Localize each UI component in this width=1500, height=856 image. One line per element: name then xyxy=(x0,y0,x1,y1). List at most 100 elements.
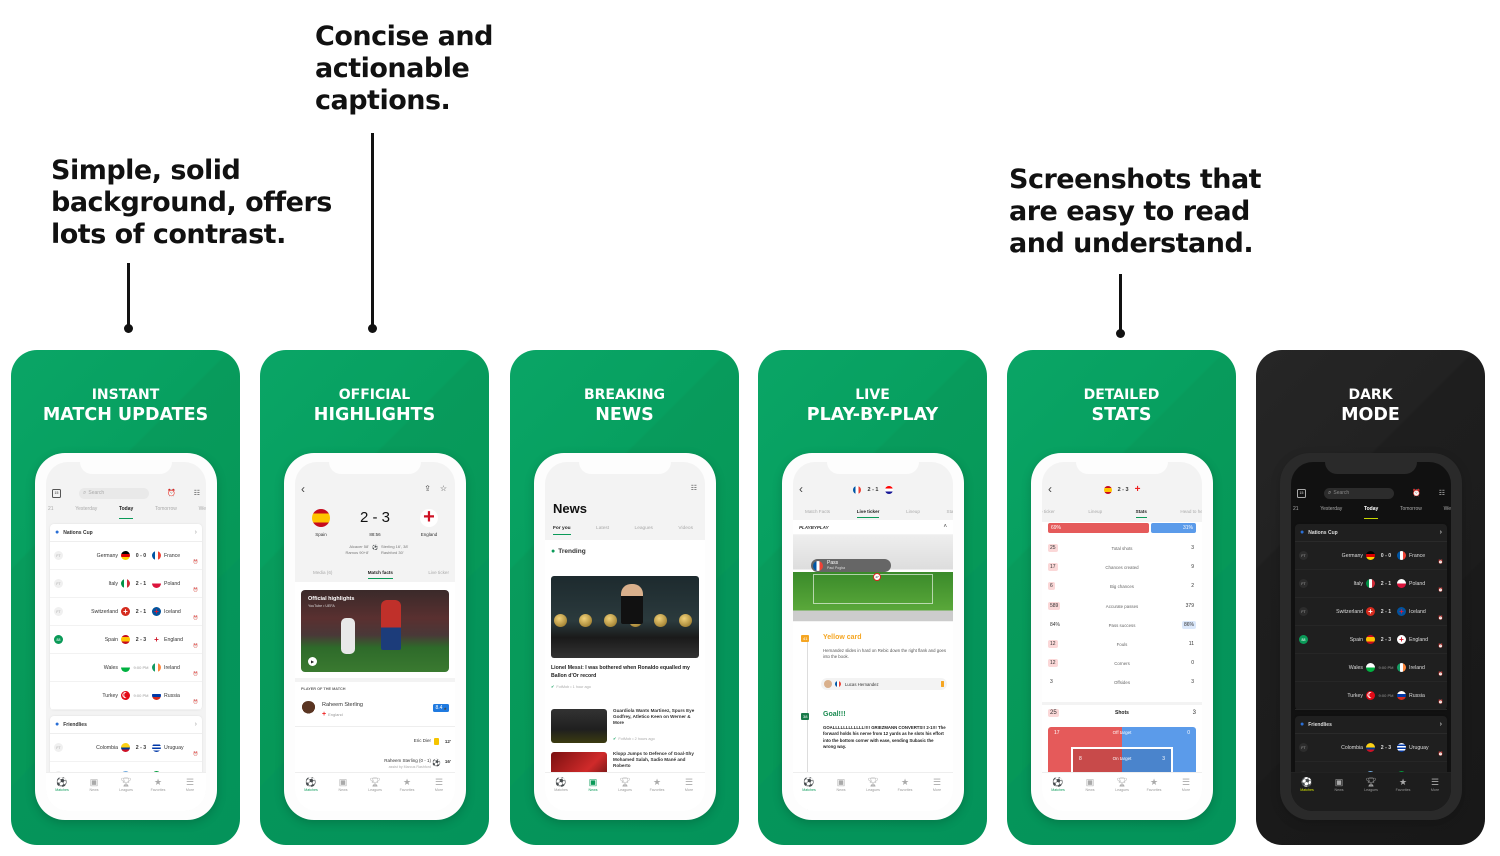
back-icon[interactable]: ‹ xyxy=(799,482,803,496)
tab-favorites[interactable]: ★Favorites xyxy=(392,777,422,811)
date-tab[interactable]: 21 xyxy=(1293,506,1299,512)
tab-more[interactable]: ☰More xyxy=(424,777,454,811)
league-header[interactable]: ●Friendlies› xyxy=(50,716,202,734)
player-chip[interactable]: Lucas Hernandez xyxy=(821,678,947,690)
flag-russia-icon xyxy=(1397,691,1406,700)
tab-favorites[interactable]: ★Favorites xyxy=(642,777,672,811)
tab-news[interactable]: ▣News xyxy=(1075,777,1105,811)
tab-matches[interactable]: ⚽Matches xyxy=(47,777,77,811)
tab-more[interactable]: ☰More xyxy=(922,777,952,811)
date-tab[interactable]: Today xyxy=(118,506,134,519)
tab-more[interactable]: ☰More xyxy=(674,777,704,811)
tab-news[interactable]: ▣News xyxy=(1324,777,1354,811)
search-input[interactable]: ⌕Search xyxy=(1324,487,1394,499)
match-tab[interactable]: Stats xyxy=(1135,509,1147,518)
match-tab[interactable]: Lineup xyxy=(906,509,920,514)
match-tab[interactable]: Live ticker xyxy=(856,509,880,518)
tab-leagues[interactable]: 🏆︎Leagues xyxy=(360,777,390,811)
date-tab[interactable]: We xyxy=(1443,506,1451,512)
tab-matches[interactable]: ⚽Matches xyxy=(794,777,824,811)
match-tab[interactable]: Head to head xyxy=(1180,509,1202,514)
share-icon[interactable]: ⇪ xyxy=(424,484,431,493)
calendar-button[interactable]: 15 xyxy=(52,488,61,498)
story-headline[interactable]: Klopp Jumps to Defence of Goal-Shy Moham… xyxy=(613,751,694,768)
tab-more[interactable]: ☰More xyxy=(1171,777,1201,811)
league-header[interactable]: ●Nations Cup› xyxy=(50,524,202,542)
date-tab[interactable]: Yesterday xyxy=(75,506,98,512)
alarm-icon[interactable]: ⏰ xyxy=(167,490,176,497)
matches-icon: ⚽ xyxy=(1052,777,1064,787)
news-tab[interactable]: Latest xyxy=(596,526,610,531)
stat-home-value: 6 xyxy=(1048,582,1055,590)
calendar-button[interactable]: 15 xyxy=(1297,488,1306,498)
tab-favorites[interactable]: ★Favorites xyxy=(143,777,173,811)
tab-leagues[interactable]: 🏆︎Leagues xyxy=(610,777,640,811)
match-tab[interactable]: Stats xyxy=(946,509,953,514)
date-tab[interactable]: Tomorrow xyxy=(1399,506,1422,512)
match-tab[interactable]: Live ticker xyxy=(428,570,449,575)
tab-matches[interactable]: ⚽Matches xyxy=(1043,777,1073,811)
filter-icon[interactable]: ☷ xyxy=(690,485,697,492)
tab-news[interactable]: ▣News xyxy=(578,777,608,811)
story-headline[interactable]: Guardiola Wants Martinez, Spurs Eye Godf… xyxy=(613,708,695,725)
tab-more[interactable]: ☰More xyxy=(1420,777,1450,811)
tab-matches[interactable]: ⚽Matches xyxy=(296,777,326,811)
date-tab[interactable]: We xyxy=(198,506,206,512)
playbyplay-header[interactable]: PLAYBYPLAY˄ xyxy=(793,520,953,534)
date-tab[interactable]: 21 xyxy=(48,506,54,512)
tab-favorites[interactable]: ★Favorites xyxy=(1139,777,1169,811)
news-tab[interactable]: Videos xyxy=(678,526,693,531)
date-tab[interactable]: Today xyxy=(1363,506,1379,519)
tab-leagues[interactable]: 🏆︎Leagues xyxy=(858,777,888,811)
league-header[interactable]: ●Nations Cup› xyxy=(1295,524,1447,542)
play-icon[interactable]: ▶ xyxy=(308,657,317,666)
tab-leagues[interactable]: 🏆︎Leagues xyxy=(1356,777,1386,811)
alarm-icon[interactable]: ⏰ xyxy=(1412,490,1421,497)
match-tab[interactable]: Match Facts xyxy=(805,509,831,514)
match-tab[interactable]: Media (6) xyxy=(313,570,333,575)
top-story-image[interactable] xyxy=(551,576,699,658)
tab-more[interactable]: ☰More xyxy=(175,777,205,811)
tab-leagues[interactable]: 🏆︎Leagues xyxy=(1107,777,1137,811)
story-thumbnail[interactable] xyxy=(551,709,607,743)
tab-favorites[interactable]: ★Favorites xyxy=(890,777,920,811)
date-tab[interactable]: Tomorrow xyxy=(154,506,177,512)
tab-news[interactable]: ▣News xyxy=(826,777,856,811)
match-tab[interactable]: Match facts xyxy=(367,570,393,579)
tab-leagues[interactable]: 🏆︎Leagues xyxy=(111,777,141,811)
news-tab[interactable]: For you xyxy=(553,526,571,535)
tab-matches[interactable]: ⚽Matches xyxy=(1292,777,1322,811)
league-header[interactable]: ●Friendlies› xyxy=(1295,716,1447,734)
match-tab[interactable]: Lineup xyxy=(1088,509,1103,514)
tab-matches[interactable]: ⚽Matches xyxy=(546,777,576,811)
filter-icon[interactable]: ☷ xyxy=(193,490,200,497)
tab-news[interactable]: ▣News xyxy=(79,777,109,811)
tab-news[interactable]: ▣News xyxy=(328,777,358,811)
star-icon[interactable]: ☆ xyxy=(439,484,447,493)
date-tab[interactable]: Yesterday xyxy=(1320,506,1343,512)
filter-icon[interactable]: ☷ xyxy=(1438,490,1445,497)
tab-favorites[interactable]: ★Favorites xyxy=(1388,777,1418,811)
back-icon[interactable]: ‹ xyxy=(1048,482,1052,496)
search-input[interactable]: ⌕Search xyxy=(79,487,149,499)
back-icon[interactable]: ‹ xyxy=(301,482,305,496)
news-tab[interactable]: Leagues xyxy=(634,526,653,531)
match-tab[interactable]: e ticker xyxy=(1042,509,1055,514)
globe-icon: ● xyxy=(1300,721,1305,728)
